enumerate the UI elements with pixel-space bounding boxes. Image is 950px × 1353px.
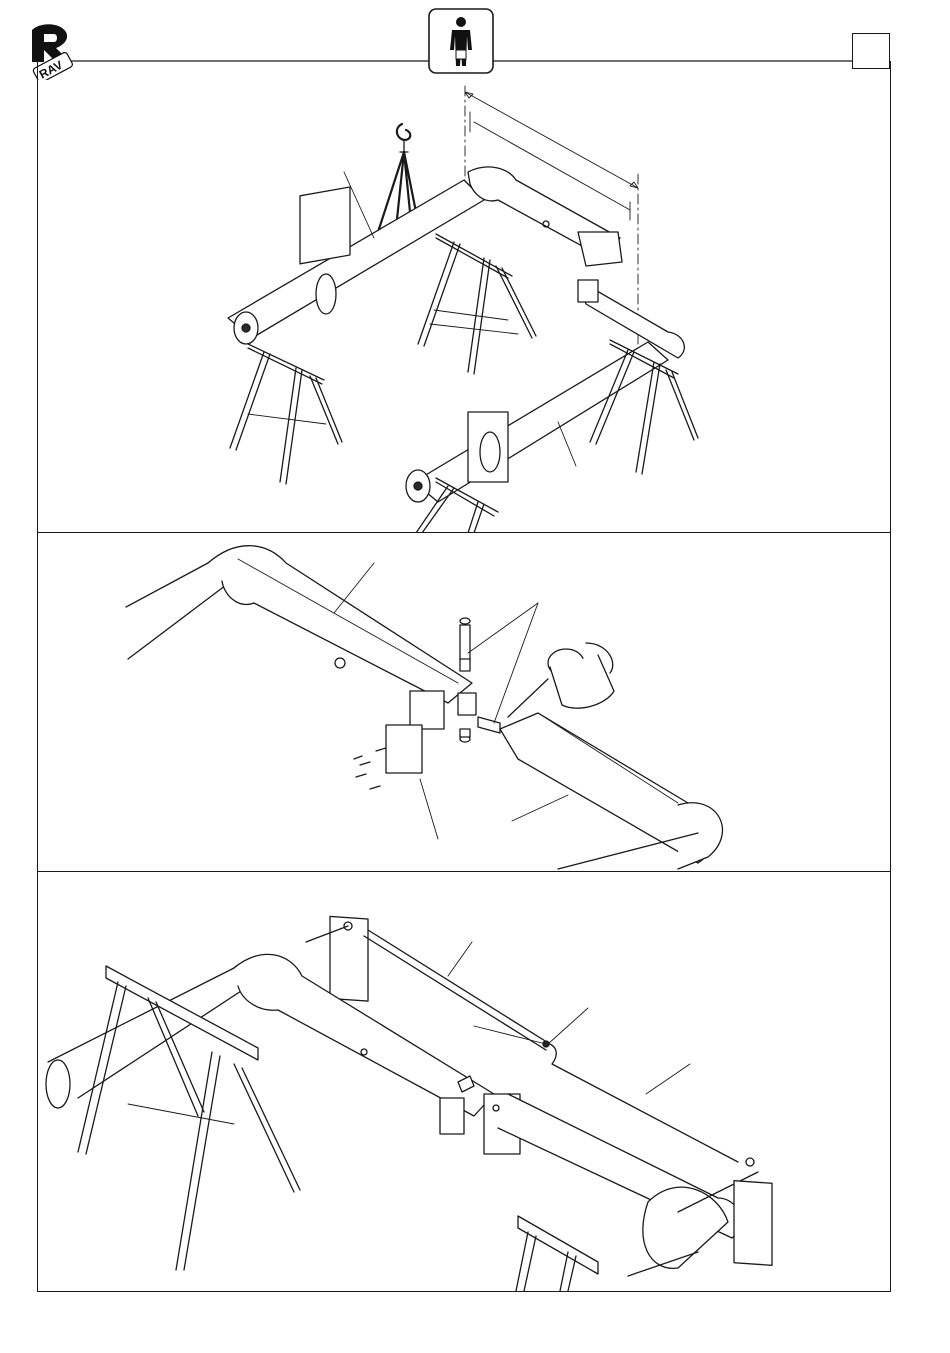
arm-upper: [228, 167, 622, 344]
bolts: [354, 748, 386, 789]
panel-step-2: [38, 533, 890, 872]
upper-arm-section: [126, 546, 472, 703]
lamp: [508, 643, 614, 717]
assembly-illustration-3: [38, 872, 890, 1291]
assembly-illustration-1: [38, 62, 890, 533]
lower-arm-section: [500, 713, 722, 869]
trestle-left: [78, 966, 300, 1270]
trestle-bottom: [516, 1216, 598, 1291]
trestle-1: [418, 234, 536, 374]
panel-step-3: [38, 872, 890, 1291]
joint-parts: [386, 603, 538, 839]
lower-arm: [498, 1094, 758, 1276]
trestle-2: [230, 344, 342, 484]
panel-step-1: [38, 62, 890, 533]
assembly-illustration-2: [38, 533, 890, 872]
